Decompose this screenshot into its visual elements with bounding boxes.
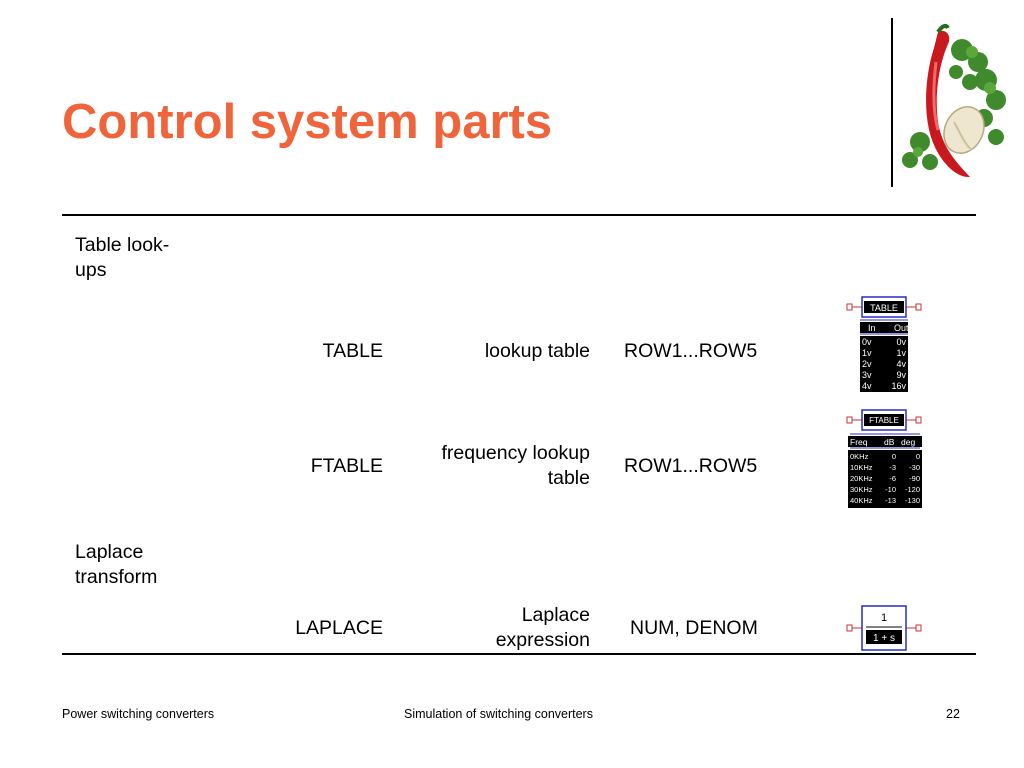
section-heading-table-lookups: Table look- ups [75,234,170,281]
row-laplace-params: NUM, DENOM [630,617,758,639]
svg-text:-6: -6 [889,474,896,483]
svg-text:deg: deg [901,437,915,447]
svg-text:1v: 1v [862,348,872,358]
table-symbol-label: TABLE [870,303,898,313]
svg-text:30KHz: 30KHz [850,485,873,494]
svg-text:-130: -130 [905,496,920,505]
svg-text:Out: Out [894,323,909,333]
ftable-symbol: FTABLE Freq dB deg 0KHz 0 0 10KHz -3 -30 20K… [844,408,924,510]
svg-text:-90: -90 [909,474,920,483]
title-divider [891,18,893,187]
svg-text:0KHz: 0KHz [850,452,869,461]
svg-text:0v: 0v [862,337,872,347]
svg-text:0v: 0v [896,337,906,347]
svg-text:4v: 4v [896,359,906,369]
table-bottom-rule [62,653,976,655]
svg-text:4v: 4v [862,381,872,391]
svg-text:Freq: Freq [850,437,868,447]
footer-center: Simulation of switching converters [404,707,593,721]
chili-pepper-icon [926,30,970,178]
svg-text:-30: -30 [909,463,920,472]
row-table-desc: lookup table [484,340,590,362]
svg-text:2v: 2v [862,359,872,369]
section-heading-laplace: Laplace transform [75,541,158,588]
row-laplace-name: LAPLACE [295,617,383,639]
svg-text:9v: 9v [896,370,906,380]
row-laplace-desc: Laplace expression [495,604,590,651]
laplace-numerator: 1 [881,612,887,624]
row-ftable-desc: frequency lookup table [441,442,590,489]
row-table-params: ROW1...ROW5 [624,340,758,362]
row-table-name: TABLE [322,340,383,362]
laplace-denominator: 1 + s [873,633,895,644]
svg-text:-120: -120 [905,485,920,494]
svg-text:0: 0 [892,452,896,461]
svg-text:40KHz: 40KHz [850,496,873,505]
page-number: 22 [946,707,960,721]
svg-text:-3: -3 [889,463,896,472]
slide-title: Control system parts [62,95,553,149]
chili-garlic-logo [902,23,1006,178]
svg-text:dB: dB [884,437,895,447]
svg-text:0: 0 [916,452,920,461]
table-symbol: TABLE In Out 0v 0v 1v 1v 2v 4v 3v 9v 4v 16v [844,296,924,394]
row-ftable-params: ROW1...ROW5 [624,455,758,477]
svg-text:-13: -13 [885,496,896,505]
svg-text:3v: 3v [862,370,872,380]
svg-text:-10: -10 [885,485,896,494]
footer-left: Power switching converters [62,707,215,721]
svg-text:1v: 1v [896,348,906,358]
svg-text:In: In [868,323,876,333]
svg-text:20KHz: 20KHz [850,474,873,483]
table-top-rule [62,214,976,216]
garlic-clove-icon [943,106,985,154]
svg-text:16v: 16v [891,381,906,391]
ftable-symbol-label: FTABLE [869,416,899,425]
row-ftable-name: FTABLE [310,455,383,477]
svg-text:10KHz: 10KHz [850,463,873,472]
cilantro-leaves-icon [902,39,1006,170]
laplace-symbol: 1 1 + s [844,604,924,652]
